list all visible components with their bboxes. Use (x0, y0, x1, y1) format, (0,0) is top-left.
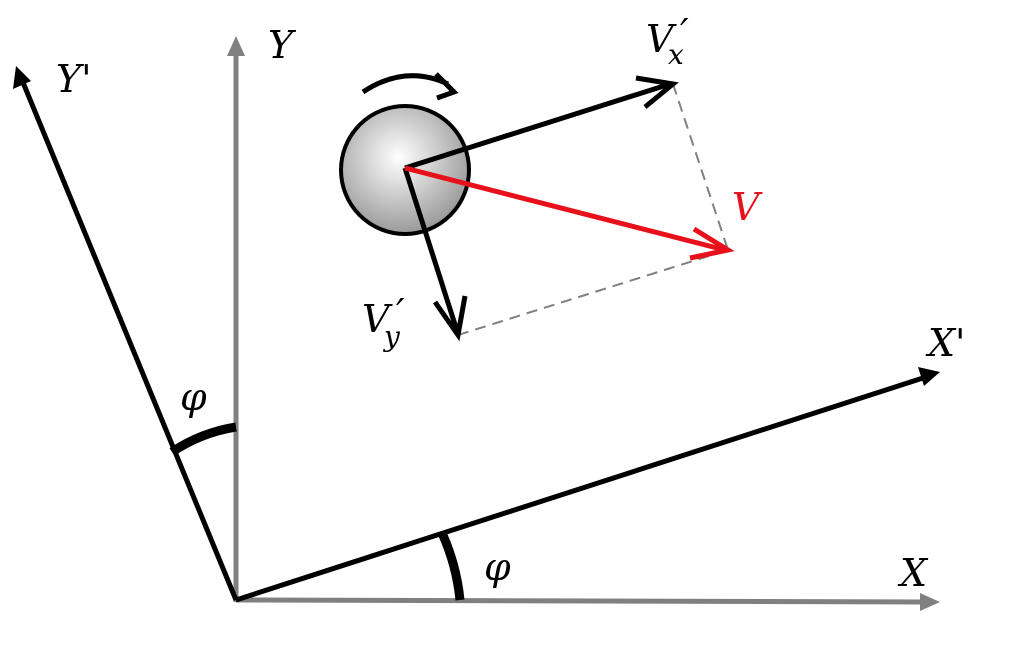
svg-text:x: x (668, 38, 684, 71)
y-axis (227, 36, 245, 602)
svg-text:V: V (362, 297, 393, 341)
x-axis (235, 593, 940, 611)
guide-line-bottom (457, 249, 729, 336)
vx-prime-label: V x ′ (646, 11, 689, 71)
vy-prime-vector (402, 167, 468, 342)
angle-arc-top (169, 422, 237, 456)
svg-text:′: ′ (396, 291, 405, 335)
resultant-vector-label: V (732, 185, 763, 229)
x-axis-label: X (897, 551, 929, 595)
y-prime-axis-label: Y' (56, 57, 92, 101)
angle-arc-bottom (437, 531, 465, 601)
y-prime-axis (13, 66, 239, 601)
angle-label-top: φ (180, 375, 207, 419)
angle-label-bottom: φ (484, 545, 511, 589)
guide-line-right (672, 83, 729, 251)
clockwise-arrow-icon (361, 72, 459, 101)
vx-prime-vector (404, 75, 679, 171)
svg-text:y: y (382, 320, 401, 353)
y-axis-label: Y (268, 23, 297, 67)
resultant-vector (404, 165, 735, 261)
x-prime-axis (235, 367, 940, 603)
svg-text:V: V (646, 17, 677, 61)
vy-prime-label: V y ′ (362, 291, 405, 353)
x-prime-axis-label: X' (925, 321, 966, 365)
svg-text:′: ′ (680, 11, 689, 55)
